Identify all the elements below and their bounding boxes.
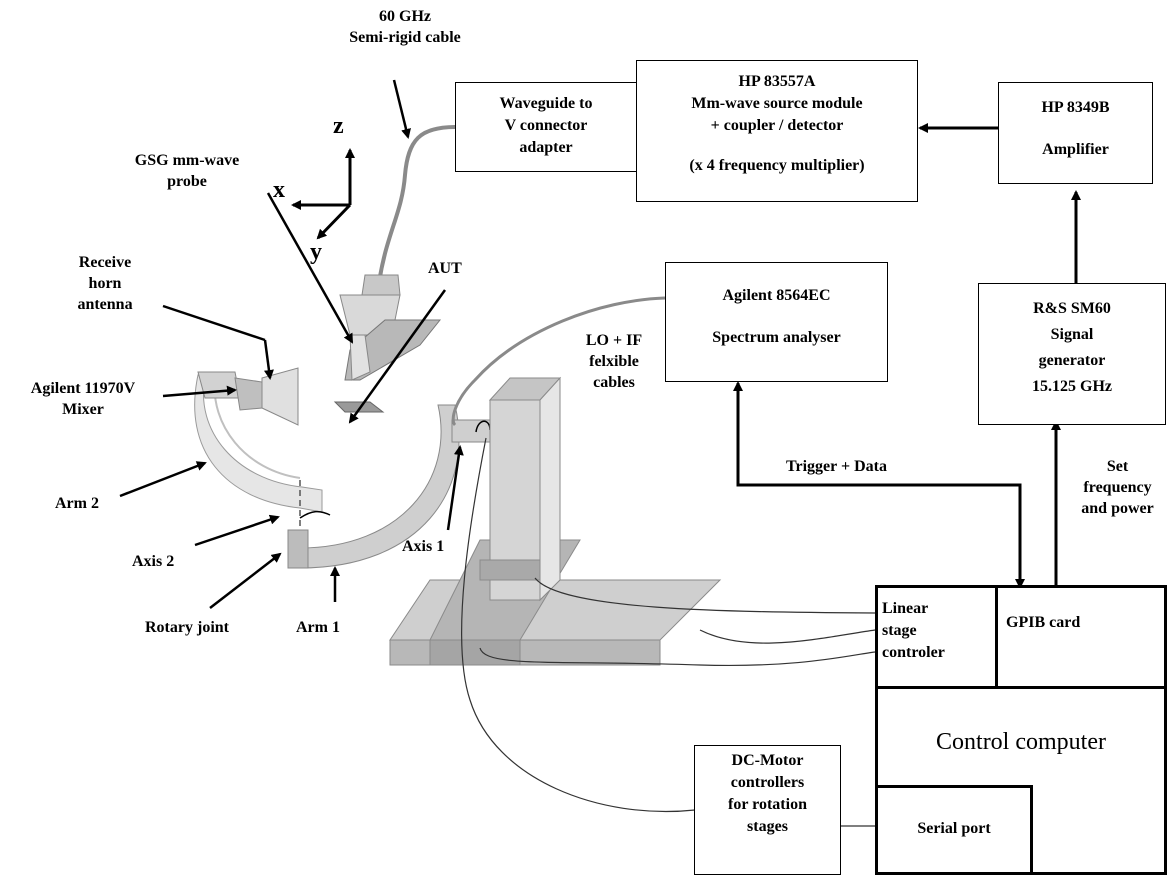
x-axis-label: x bbox=[273, 177, 285, 203]
gsg-probe-assembly bbox=[333, 274, 442, 413]
serial-port-label: Serial port bbox=[917, 820, 991, 837]
control-computer-label: Control computer bbox=[875, 728, 1167, 756]
dc-motor-line-2: controllers bbox=[730, 774, 805, 791]
y-axis-label: y bbox=[310, 239, 322, 265]
receive-horn-line-1: Receive bbox=[78, 254, 132, 271]
set-frequency-line-2: frequency bbox=[1083, 479, 1152, 496]
control-cables bbox=[461, 437, 876, 827]
amplifier-line-3: Amplifier bbox=[1042, 141, 1109, 158]
spectrum-analyser-line-1: Agilent 8564EC bbox=[722, 287, 831, 304]
lo-if-line-2: felxible bbox=[589, 353, 639, 370]
amplifier-box: HP 8349B Amplifier bbox=[998, 82, 1153, 184]
arm-2-label: Arm 2 bbox=[55, 495, 99, 512]
source-module-line-5: (x 4 frequency multiplier) bbox=[689, 157, 865, 174]
waveguide-adapter-line-1: Waveguide to bbox=[499, 95, 593, 112]
label-leaders bbox=[119, 79, 464, 609]
cable-label-line-1: 60 GHz bbox=[379, 8, 431, 25]
trigger-data-label: Trigger + Data bbox=[786, 458, 887, 475]
serial-port-box: Serial port bbox=[875, 785, 1033, 875]
receive-horn-label: Receive horn antenna bbox=[50, 252, 160, 315]
semi-rigid-cable bbox=[376, 125, 456, 291]
rotary-joint-label: Rotary joint bbox=[145, 619, 229, 636]
signal-generator-line-1: R&S SM60 bbox=[1033, 300, 1111, 317]
signal-generator-line-3: generator bbox=[1038, 352, 1106, 369]
linear-stage-line-2: stage bbox=[882, 622, 917, 639]
linear-stage-controller-box: Linear stage controler bbox=[875, 585, 998, 689]
gsg-probe-line-2: probe bbox=[167, 173, 207, 190]
linear-stage-line-3: controler bbox=[882, 644, 945, 661]
dc-motor-line-1: DC-Motor bbox=[731, 752, 804, 769]
spectrum-analyser-line-3: Spectrum analyser bbox=[712, 329, 841, 346]
axis-2-label: Axis 2 bbox=[132, 553, 175, 570]
amplifier-line-1: HP 8349B bbox=[1041, 99, 1110, 116]
amplifier-line-2 bbox=[999, 119, 1152, 139]
mixer-label: Agilent 11970V Mixer bbox=[8, 378, 158, 420]
spectrum-analyser-line-2 bbox=[666, 307, 887, 327]
arm-1 bbox=[287, 404, 460, 569]
set-frequency-label: Set frequency and power bbox=[1070, 456, 1165, 519]
lo-if-line-3: cables bbox=[593, 374, 635, 391]
waveguide-adapter-line-3: adapter bbox=[519, 139, 573, 156]
control-computer-text: Control computer bbox=[936, 729, 1106, 755]
signal-generator-line-2: Signal bbox=[1050, 326, 1094, 343]
gsg-probe-label: GSG mm-wave probe bbox=[112, 150, 262, 192]
lo-if-cable bbox=[451, 296, 666, 427]
lo-if-line-1: LO + IF bbox=[585, 332, 643, 349]
gpib-card-label: GPIB card bbox=[1006, 614, 1081, 631]
coordinate-frame bbox=[291, 148, 355, 240]
source-module-line-1: HP 83557A bbox=[738, 73, 816, 90]
signal-arrows bbox=[733, 123, 1081, 589]
gsg-probe-line-1: GSG mm-wave bbox=[134, 152, 240, 169]
signal-generator-line-4: 15.125 GHz bbox=[1032, 378, 1112, 395]
cable-label-line-2: Semi-rigid cable bbox=[349, 29, 461, 46]
set-frequency-line-1: Set bbox=[1106, 458, 1129, 475]
signal-generator-box: R&S SM60 Signal generator 15.125 GHz bbox=[978, 283, 1166, 425]
source-module-line-4 bbox=[637, 137, 917, 155]
dc-motor-line-3: for rotation bbox=[728, 796, 807, 813]
receive-horn-line-3: antenna bbox=[77, 296, 133, 313]
z-axis-label: z bbox=[333, 113, 344, 139]
waveguide-adapter-line-2: V connector bbox=[504, 117, 588, 134]
linear-stage-line-1: Linear bbox=[882, 600, 929, 617]
aut-label: AUT bbox=[428, 260, 462, 277]
dc-motor-line-4: stages bbox=[747, 818, 788, 835]
source-module-box: HP 83557A Mm-wave source module + couple… bbox=[636, 60, 918, 202]
set-frequency-line-3: and power bbox=[1081, 500, 1154, 517]
axis-1-label: Axis 1 bbox=[402, 538, 445, 555]
source-module-line-3: + coupler / detector bbox=[710, 117, 844, 134]
source-module-line-2: Mm-wave source module bbox=[691, 95, 863, 112]
cable-label: 60 GHz Semi-rigid cable bbox=[340, 6, 470, 48]
mixer-line-1: Agilent 11970V bbox=[30, 380, 136, 397]
mixer-line-2: Mixer bbox=[62, 401, 104, 418]
receive-horn-mixer bbox=[197, 367, 299, 426]
waveguide-adapter-box: Waveguide to V connector adapter bbox=[455, 82, 637, 172]
linear-stage bbox=[389, 376, 722, 666]
lo-if-label: LO + IF felxible cables bbox=[574, 330, 654, 393]
receive-horn-line-2: horn bbox=[88, 275, 122, 292]
arm-1-label: Arm 1 bbox=[296, 619, 340, 636]
gpib-card-box: GPIB card bbox=[995, 585, 1167, 689]
dc-motor-controllers-box: DC-Motor controllers for rotation stages bbox=[694, 745, 841, 875]
spectrum-analyser-box: Agilent 8564EC Spectrum analyser bbox=[665, 262, 888, 382]
